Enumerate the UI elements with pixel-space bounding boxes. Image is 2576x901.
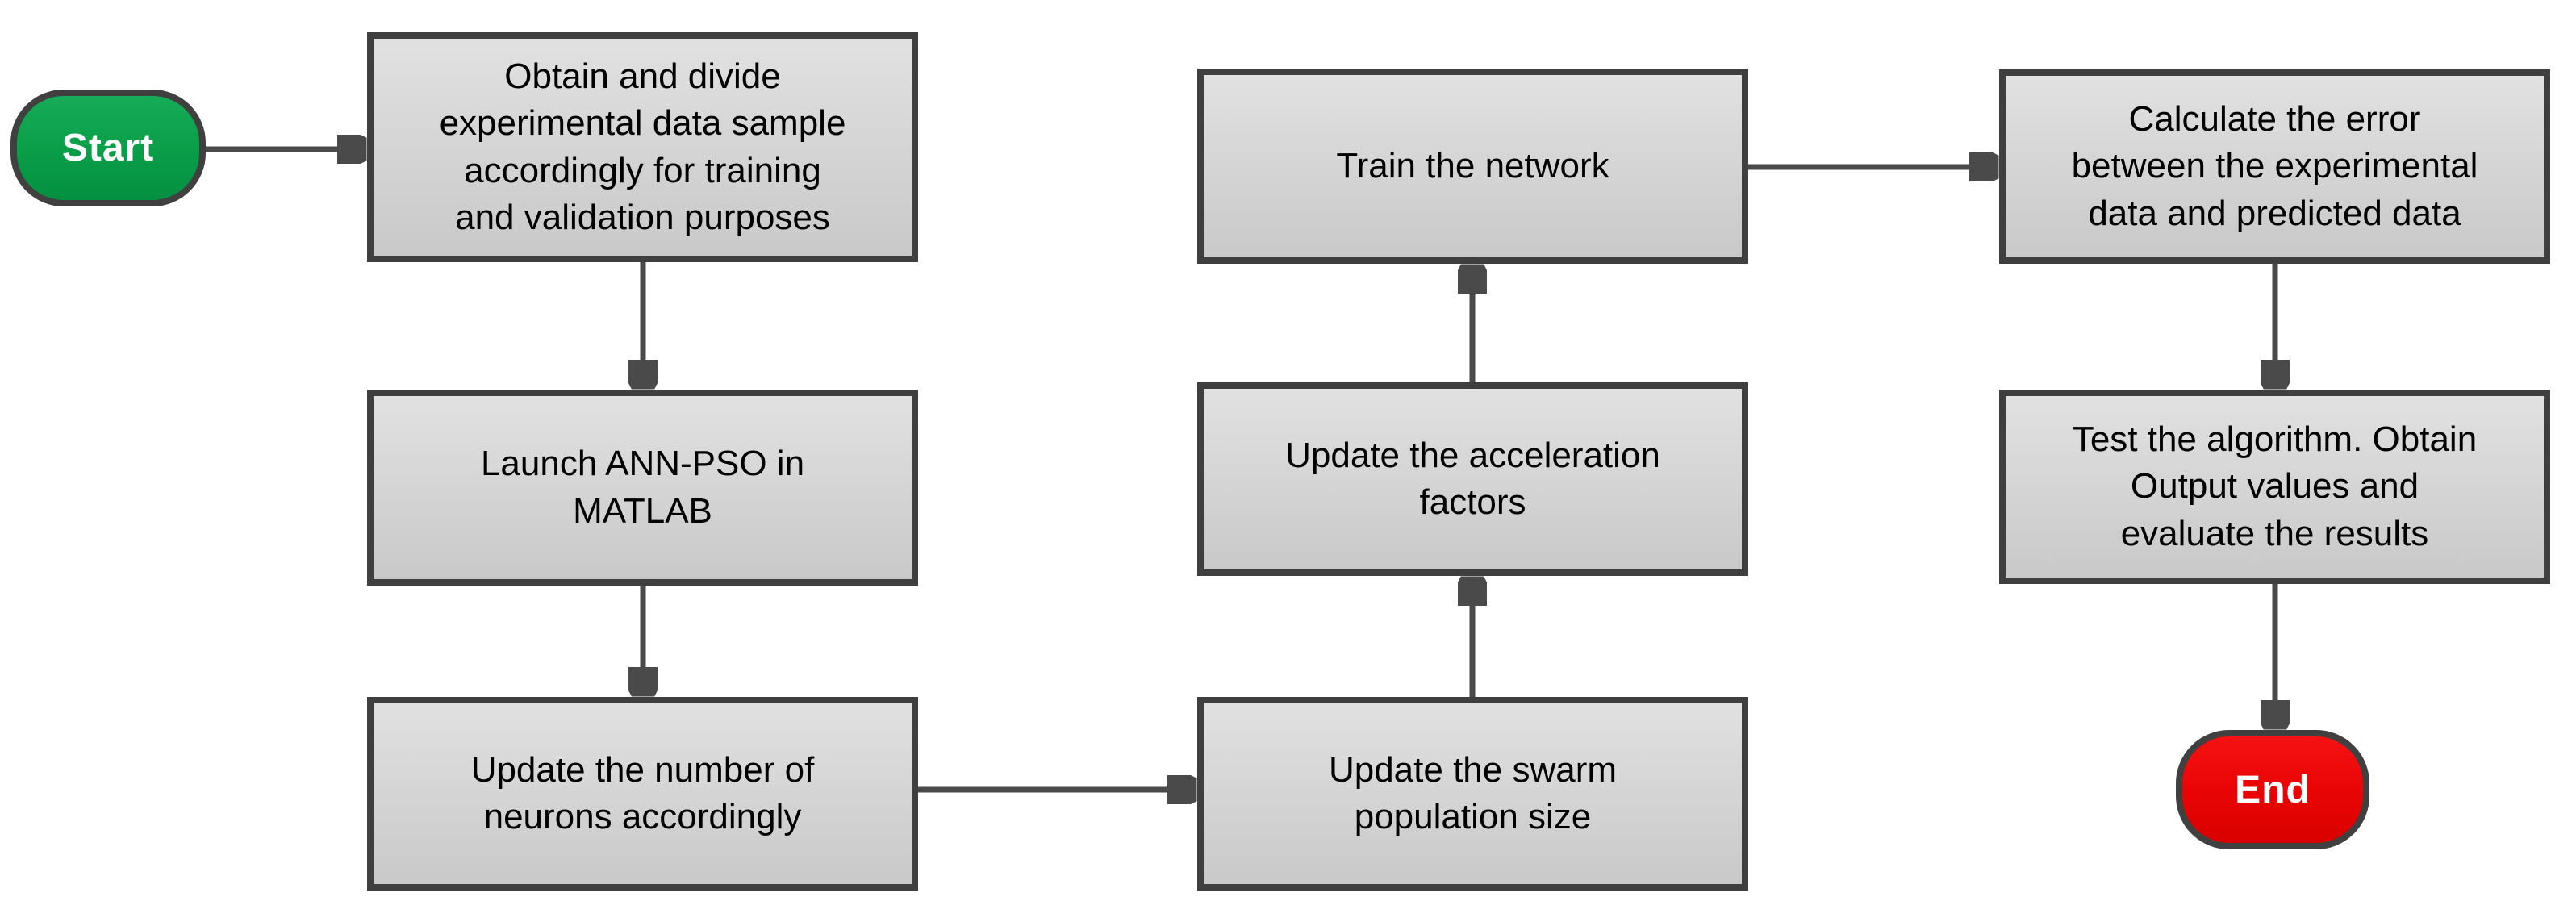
flowchart-step-update-acceleration-factors: Update the acceleration factors [1197, 382, 1748, 576]
flowchart-step-update-swarm-population: Update the swarm population size [1197, 697, 1748, 891]
flowchart-step-launch-ann-pso: Launch ANN-PSO in MATLAB [367, 390, 918, 586]
step-label: Obtain and divide experimental data samp… [439, 56, 846, 237]
flowchart-step-obtain-divide-data: Obtain and divide experimental data samp… [367, 32, 918, 262]
step-label: Update the number of neurons accordingly [470, 749, 815, 836]
flowchart-step-calculate-error: Calculate the error between the experime… [1999, 69, 2550, 264]
step-label: Train the network [1336, 145, 1609, 186]
step-label: Calculate the error between the experime… [2071, 99, 2478, 233]
flowchart-node-start: Start [10, 90, 206, 206]
step-label: Update the swarm population size [1328, 749, 1618, 836]
step-label: Test the algorithm. Obtain Output values… [2072, 419, 2478, 553]
flowchart-step-test-algorithm: Test the algorithm. Obtain Output values… [1999, 390, 2550, 584]
step-label: Update the acceleration factors [1285, 435, 1660, 522]
flowchart-node-end: End [2176, 730, 2369, 849]
flowchart-step-update-neurons: Update the number of neurons accordingly [367, 697, 918, 891]
flowchart-step-train-network: Train the network [1197, 69, 1748, 264]
step-label: Launch ANN-PSO in MATLAB [480, 444, 805, 531]
end-label: End [2235, 768, 2311, 811]
start-label: Start [61, 127, 155, 169]
